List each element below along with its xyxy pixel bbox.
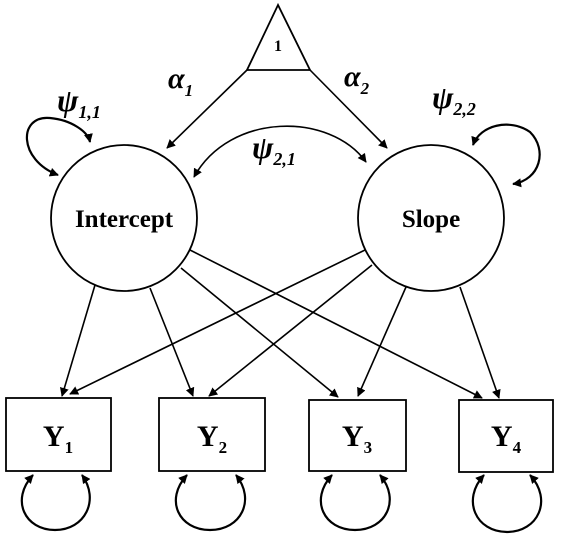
y2-residual-loop [174,474,247,532]
alpha1-label: α1 [168,62,193,100]
alpha1-path [166,69,248,149]
y4-letter: Y [491,420,513,453]
y1-residual-loop [20,474,91,532]
svg-text:Y3: Y3 [342,420,372,457]
psi21-covariance-path [193,125,367,178]
intercept-factor: Intercept [50,144,198,292]
y2-letter: Y [197,420,219,453]
observed-y4: Y4 [458,399,554,473]
slope-label: Slope [402,206,460,233]
y1-letter: Y [43,420,65,453]
loading-intercept-y4 [189,249,483,399]
y3-letter: Y [342,420,364,453]
y2-subscript: 2 [219,438,228,457]
loading-slope-y4 [459,286,501,399]
observed-y3: Y3 [308,399,407,472]
constant-triangle: 1 [245,2,312,71]
psi22-subscript: 2,2 [452,99,476,119]
constant-label: 1 [274,38,282,55]
alpha2-symbol: α [344,60,361,93]
slope-factor: Slope [357,144,505,292]
y4-subscript: 4 [513,438,522,457]
y3-residual-loop [319,474,391,532]
psi21-label: ψ2,1 [252,129,296,169]
loading-slope-y1 [69,249,366,395]
loading-intercept-y3 [180,267,339,398]
loading-intercept-y2 [149,287,195,397]
alpha1-symbol: α [168,62,185,95]
loading-slope-y2 [208,264,373,397]
svg-text:Y2: Y2 [197,420,227,457]
intercept-label: Intercept [75,206,174,233]
y3-subscript: 3 [364,438,373,457]
svg-text:Y4: Y4 [491,420,522,457]
psi22-label: ψ2,2 [432,79,476,119]
psi21-subscript: 2,1 [272,149,296,169]
alpha2-subscript: 2 [360,79,370,98]
psi11-subscript: 1,1 [78,102,101,122]
psi11-variance-loop [25,116,93,177]
alpha1-subscript: 1 [185,81,194,100]
y1-subscript: 1 [65,438,74,457]
psi21-symbol: ψ [252,129,274,165]
y4-residual-loop [471,474,543,534]
observed-y2: Y2 [158,397,266,472]
alpha2-path [309,69,388,149]
psi22-variance-loop [471,123,541,188]
loading-intercept-y1 [59,284,96,397]
psi11-symbol: ψ [57,82,79,118]
psi22-symbol: ψ [432,79,454,115]
svg-text:Y1: Y1 [43,420,73,457]
alpha2-label: α2 [344,60,370,98]
observed-y1: Y1 [5,397,112,472]
psi11-label: ψ1,1 [57,82,101,122]
loading-slope-y3 [357,286,407,397]
